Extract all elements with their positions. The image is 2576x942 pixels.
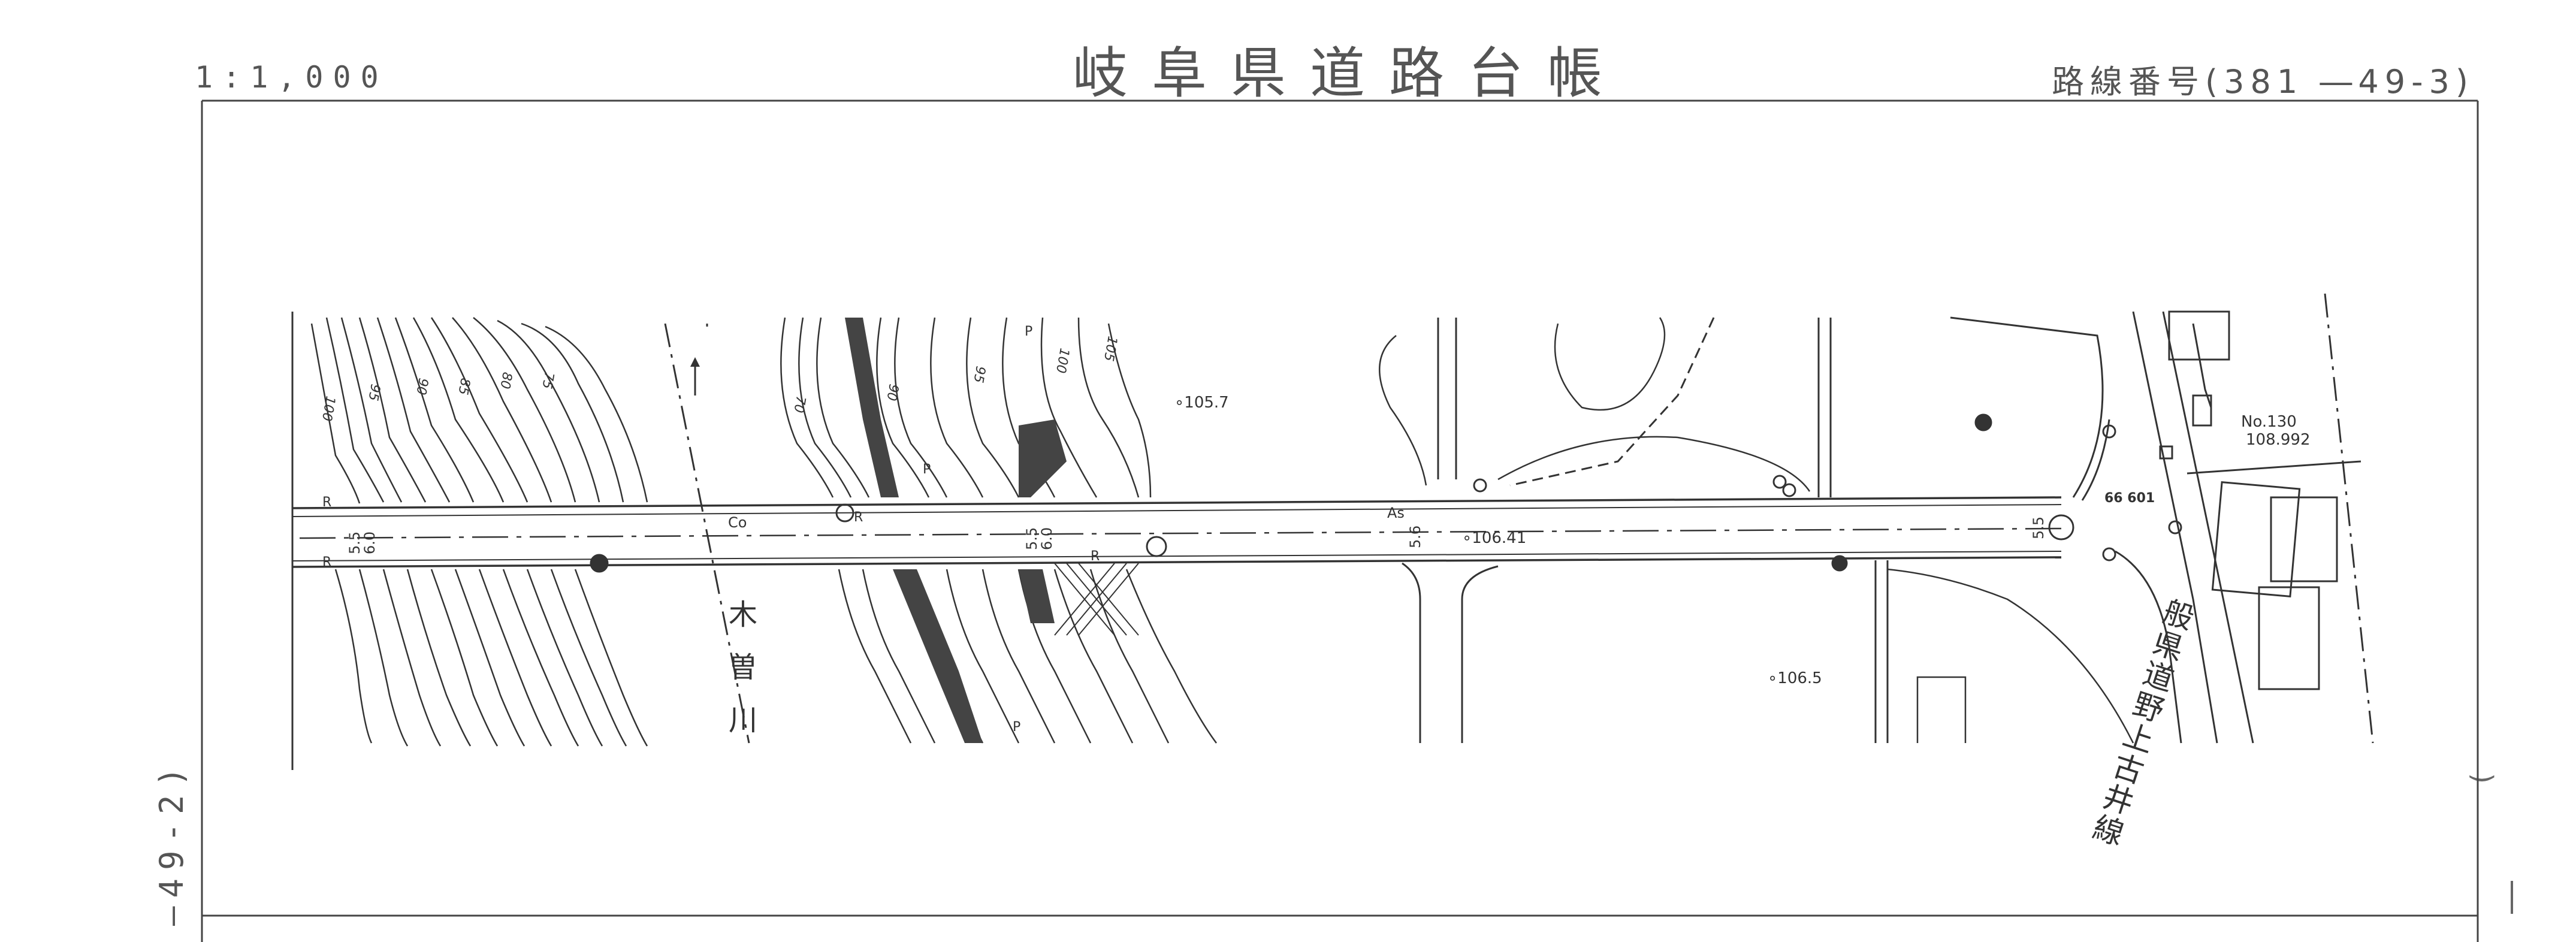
river-channel-lines xyxy=(664,323,750,744)
misc-mark: 66 601 xyxy=(2104,491,2155,506)
page-title: 岐阜県道路台帳 xyxy=(1073,41,1627,105)
map-frame xyxy=(201,99,2479,942)
benchmark-elevation: 108.992 xyxy=(2246,431,2311,449)
misc-mark: R xyxy=(854,510,863,525)
benchmark-number: No.130 xyxy=(2241,413,2297,431)
route-number: 路線番号(381 ―49-3) xyxy=(2052,63,2474,101)
spot-height-105-7: ∘105.7 xyxy=(1174,394,1229,412)
contour-label: 100 xyxy=(319,395,338,422)
misc-mark: R xyxy=(322,495,331,510)
contour-label: 90 xyxy=(413,377,430,396)
crossing-road-name: 般県道野上古井線 xyxy=(2085,594,2198,851)
contour-label: 95 xyxy=(970,365,987,384)
hatched-area xyxy=(1054,563,1139,636)
map-scale: 1:1,000 xyxy=(195,60,388,95)
road-width-label: 5.5 xyxy=(2030,517,2047,539)
dashed-footpath xyxy=(1509,317,1715,487)
east-terrain-lines xyxy=(1379,317,2134,744)
misc-marks: R R R R P P P 66 601 xyxy=(322,324,2155,735)
road-width-label: 5.5 xyxy=(1023,527,1040,550)
contour-label: 95 xyxy=(365,383,382,402)
side-roads xyxy=(1402,293,2374,744)
contour-label: 90 xyxy=(883,383,901,402)
misc-mark: R xyxy=(322,555,331,570)
surface-label-co: Co xyxy=(728,514,747,531)
misc-mark: P xyxy=(1013,720,1020,735)
road-width-label: 6.0 xyxy=(361,532,378,554)
river-name: 木曽川 xyxy=(723,599,757,757)
west-hill-contours-upper xyxy=(310,317,648,504)
road-width-label: 5.6 xyxy=(1407,526,1424,548)
road-width-label: 6.0 xyxy=(1038,527,1055,550)
contour-label: 100 xyxy=(1053,347,1072,375)
contour-label: 75 xyxy=(539,371,556,390)
contour-label: 70 xyxy=(790,395,808,414)
shaded-embankment xyxy=(845,318,1067,743)
main-road xyxy=(292,496,2062,568)
west-hill-contours-lower xyxy=(334,569,648,747)
misc-mark: P xyxy=(923,462,931,477)
buildings xyxy=(2168,310,2338,690)
misc-mark: P xyxy=(1025,324,1032,339)
road-width-label: 5.5 xyxy=(346,532,363,554)
right-continuation-tick xyxy=(2511,881,2513,914)
road-centerline xyxy=(299,527,2062,539)
spot-height-106-41: ∘106.41 xyxy=(1462,529,1526,547)
map-symbols xyxy=(590,413,2182,573)
contour-labels: 100 95 90 85 80 75 70 90 95 100 105 xyxy=(319,335,1120,422)
surface-label-as: As xyxy=(1387,505,1405,521)
road-width-labels: 5.5 6.0 5.5 6.0 5.6 5.5 xyxy=(346,517,2047,554)
spot-height-106-5: ∘106.5 xyxy=(1768,669,1822,687)
misc-mark: R xyxy=(1091,549,1100,564)
east-bank-contours xyxy=(780,317,1218,744)
contour-label: 85 xyxy=(455,377,472,396)
contour-label: 80 xyxy=(497,371,514,390)
flow-arrow-head xyxy=(690,357,700,367)
